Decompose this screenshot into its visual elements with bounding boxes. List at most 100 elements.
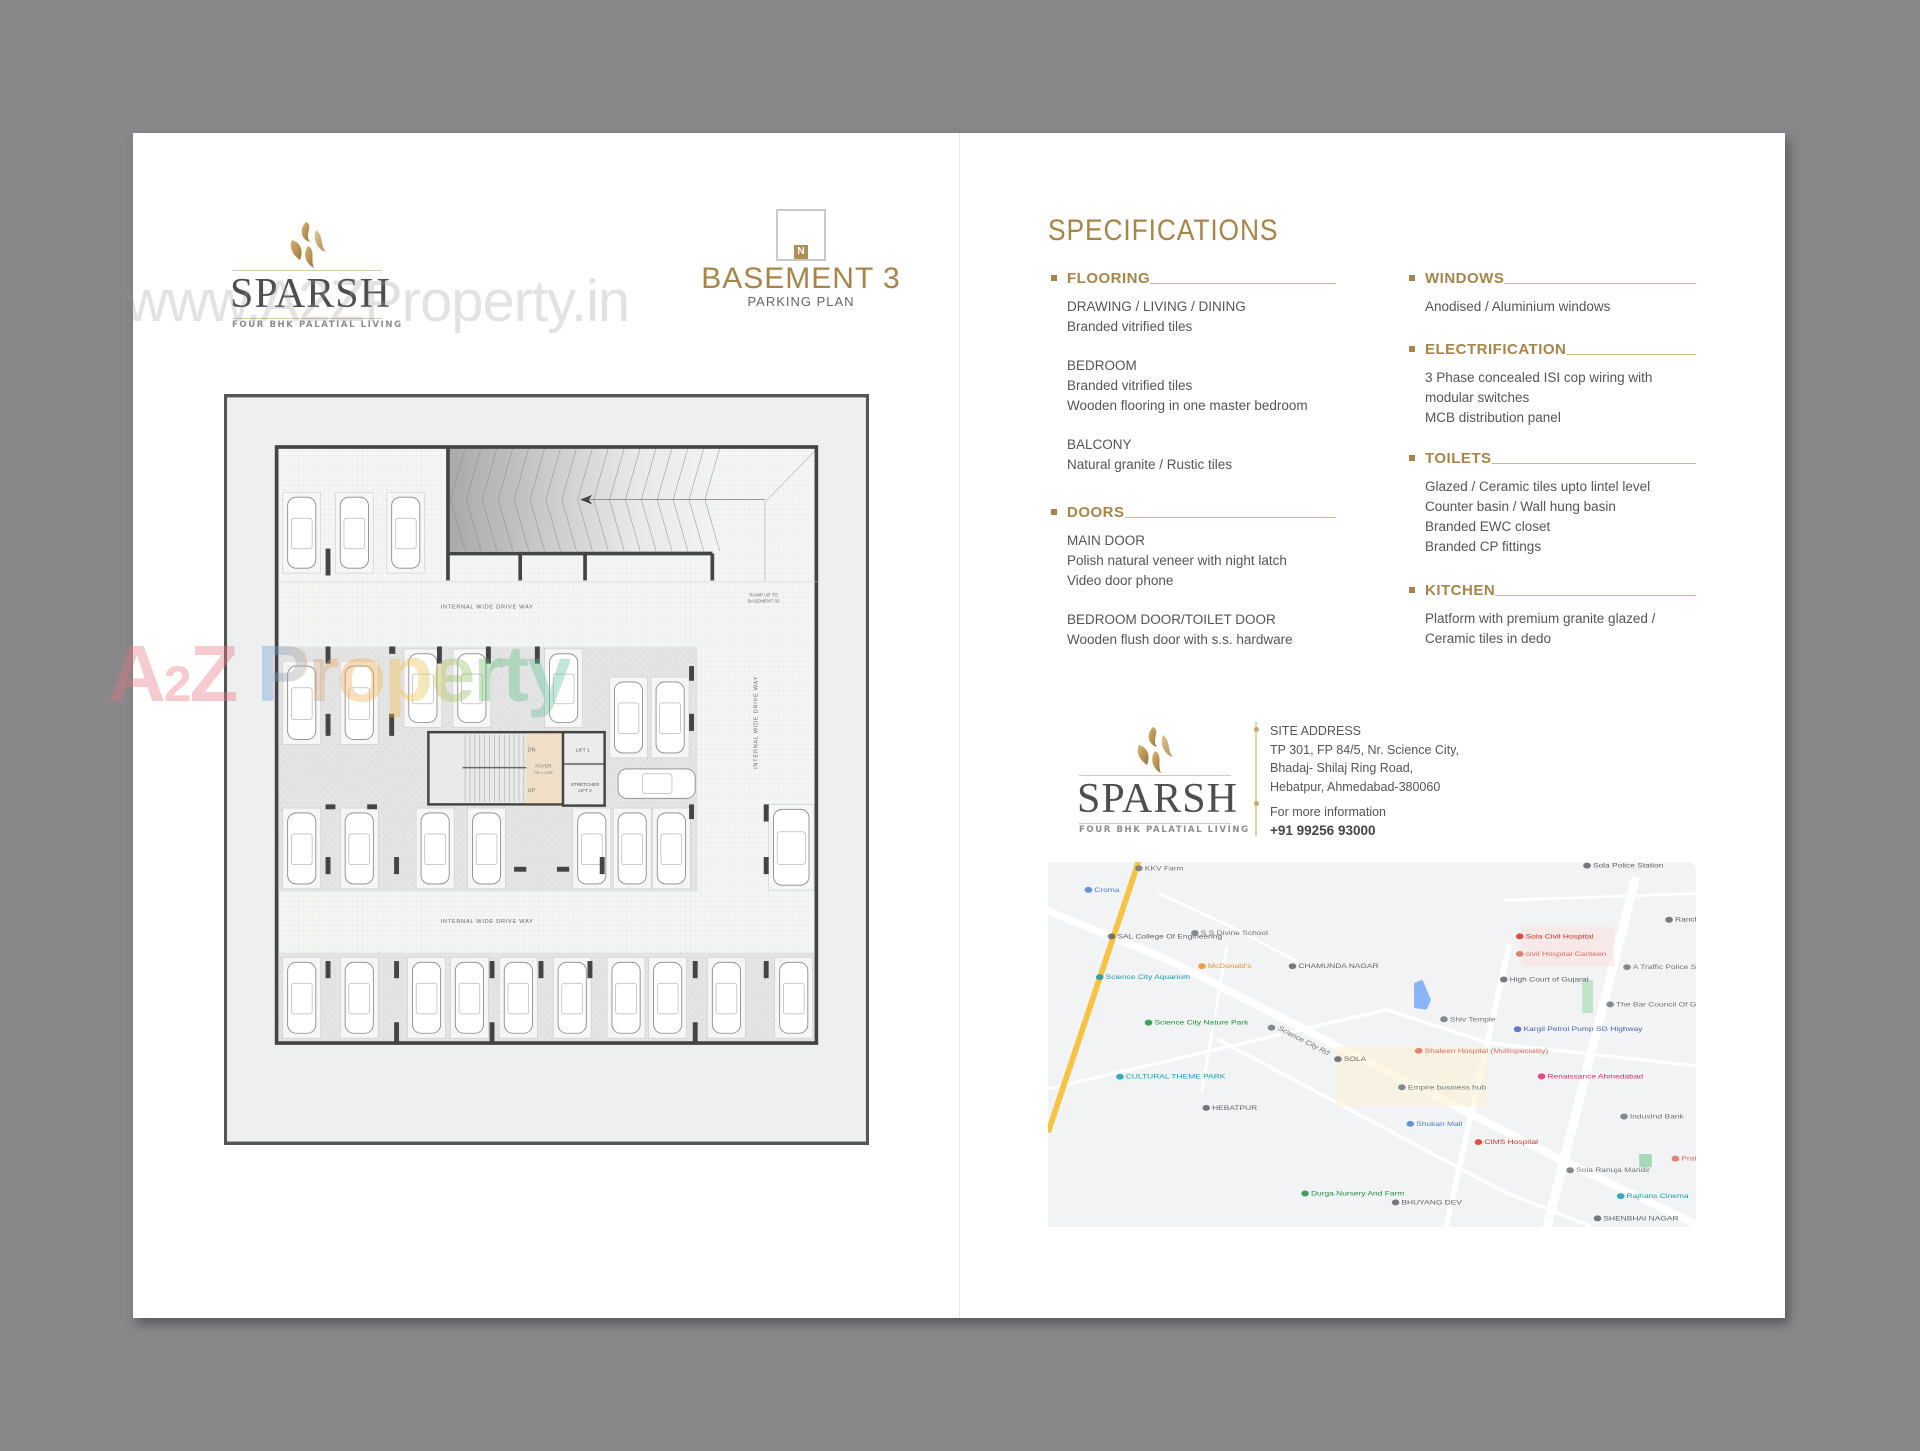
ramp-label-1: RAMP UP TO: [749, 592, 778, 597]
map-pin-icon[interactable]: [1566, 1167, 1574, 1174]
parking-car: [403, 648, 443, 728]
map-label[interactable]: Croma: [1094, 886, 1120, 894]
watermark-site: www.A2ZProperty.in: [126, 269, 630, 334]
map-pin-icon[interactable]: [1515, 933, 1524, 940]
pillar: [763, 857, 769, 875]
map-pin-icon[interactable]: [1267, 1024, 1276, 1031]
pillar: [534, 646, 540, 664]
driveway-label-bottom: INTERNAL WIDE DRIVE WAY: [441, 919, 534, 925]
map-label[interactable]: High Court of Gujarat: [1510, 975, 1590, 983]
map-label[interactable]: The Bar Council Of Gujarat: [1616, 1000, 1696, 1008]
map-pin-icon[interactable]: [1095, 974, 1104, 981]
ramp-label-2: BASEMENT 02: [748, 598, 780, 603]
map-label[interactable]: IndusInd Bank: [1630, 1112, 1684, 1120]
map-pin-icon[interactable]: [1537, 1073, 1546, 1080]
map-pin-icon[interactable]: [1499, 976, 1508, 983]
map-pin-icon[interactable]: [1391, 1199, 1400, 1206]
map-pin-icon[interactable]: [1107, 933, 1116, 940]
map-pin-icon[interactable]: [1334, 1056, 1342, 1063]
map-label[interactable]: Rajhans Cinema: [1627, 1192, 1690, 1200]
map-label[interactable]: SOLA: [1344, 1055, 1367, 1063]
map-pin-icon[interactable]: [1135, 865, 1143, 872]
address-line: Hebatpur, Ahmedabad-380060: [1270, 779, 1441, 794]
map-pin-icon[interactable]: [1406, 1120, 1415, 1127]
parking-car: [450, 957, 489, 1039]
parking-car: [617, 768, 696, 799]
map-label[interactable]: KKV Farm: [1145, 864, 1184, 872]
map-pin-icon[interactable]: [1414, 1047, 1423, 1054]
map-pin-icon[interactable]: [1398, 1084, 1406, 1091]
map-label[interactable]: Science City Nature Park: [1154, 1018, 1248, 1026]
map-label[interactable]: Sola Civil Hospital: [1526, 932, 1594, 940]
stair-lift-core: DN UP FOYER 7'0" x 13'9" LIFT 1 STRETCHE…: [427, 730, 606, 807]
map-label[interactable]: HEBATPUR: [1212, 1104, 1258, 1112]
map-pin-icon[interactable]: [1583, 862, 1591, 869]
map-label[interactable]: Sola Ranuja Mandir: [1576, 1166, 1650, 1174]
map-pin-icon[interactable]: [1144, 1019, 1153, 1026]
map-label[interactable]: Shaleen Hospital (Multispeciality): [1425, 1047, 1549, 1055]
sparsh-emblem-icon: [290, 222, 326, 268]
phone-number[interactable]: +91 99256 93000: [1270, 822, 1376, 838]
map-label[interactable]: McDonald's: [1208, 962, 1252, 970]
map-pin-icon[interactable]: [1665, 916, 1673, 923]
map-pin-icon[interactable]: [1606, 1001, 1614, 1008]
map-pin-icon[interactable]: [1116, 1073, 1124, 1080]
map-label[interactable]: Kargil Petrol Pump SG Highway: [1523, 1025, 1642, 1033]
parking-car: [339, 807, 379, 890]
map-label[interactable]: civil Hospital Canteen: [1526, 950, 1607, 958]
map-pin-icon[interactable]: [1474, 1139, 1483, 1146]
spec-item: 3 Phase concealed ISI cop wiring with: [1425, 370, 1653, 385]
spacer: [1067, 337, 1336, 356]
parking-car: [282, 491, 321, 574]
map-label[interactable]: CHAMUNDA NAGAR: [1298, 962, 1379, 970]
map-pin-icon[interactable]: [1084, 886, 1093, 893]
map-label[interactable]: Science City Aquarium: [1106, 973, 1191, 981]
bullet-dot-icon: [1253, 801, 1259, 806]
map-label[interactable]: CIMS Hospital: [1484, 1138, 1538, 1146]
map-label[interactable]: Shukan Mall: [1416, 1120, 1463, 1128]
map-label[interactable]: Renaissance Ahmedabad: [1547, 1072, 1643, 1080]
spec-heading: WINDOWS: [1425, 270, 1505, 287]
map-label[interactable]: BHUYANG DEV: [1401, 1198, 1463, 1206]
map-pin-icon[interactable]: [1593, 1215, 1602, 1222]
map-pin-icon[interactable]: [1301, 1190, 1309, 1197]
map-label[interactable]: S S Divine School: [1201, 929, 1269, 937]
map-pin-icon[interactable]: [1616, 1193, 1625, 1200]
parking-car: [282, 807, 321, 890]
map-label[interactable]: CULTURAL THEME PARK: [1126, 1073, 1226, 1081]
map-label[interactable]: Prat: [1681, 1155, 1696, 1163]
pillar: [394, 961, 400, 979]
map-pin-icon[interactable]: [1202, 1104, 1210, 1111]
spacer: [1067, 416, 1336, 435]
map-pin-icon[interactable]: [1440, 1016, 1448, 1023]
bullet-dot-icon: [1253, 727, 1259, 732]
map-label[interactable]: Empire business hub: [1408, 1083, 1486, 1091]
map-pin-icon[interactable]: [1191, 930, 1199, 936]
map-pin-icon[interactable]: [1671, 1155, 1680, 1162]
map-label[interactable]: A Traffic Police Stati: [1633, 963, 1696, 971]
pillar: [325, 548, 331, 576]
map-label[interactable]: Sola Police Station: [1593, 862, 1663, 869]
map-label[interactable]: Shiv Temple: [1450, 1015, 1496, 1023]
specifications-title: SPECIFICATIONS: [1048, 214, 1279, 247]
pillar: [599, 857, 605, 875]
pillar: [489, 961, 495, 979]
map-label[interactable]: SHENBHAI NAGAR: [1603, 1214, 1679, 1222]
map-pin-icon[interactable]: [1288, 963, 1297, 970]
map-label[interactable]: Ranch Techn: [1675, 916, 1696, 924]
parking-car: [572, 807, 612, 890]
map-pin-icon[interactable]: [1515, 950, 1524, 957]
map-label[interactable]: SAL College Of Engineering: [1117, 932, 1222, 940]
spec-item: Anodised / Aluminium windows: [1425, 299, 1611, 314]
map-pin-icon[interactable]: [1513, 1026, 1522, 1033]
site-address: SITE ADDRESS TP 301, FP 84/5, Nr. Scienc…: [1270, 722, 1459, 840]
map-pin-icon[interactable]: [1198, 963, 1206, 970]
pillar: [367, 804, 377, 810]
map-label[interactable]: Durga Nursery And Farm: [1311, 1189, 1404, 1197]
parking-car: [335, 491, 374, 574]
pillar: [394, 1022, 400, 1045]
map-pin-icon[interactable]: [1623, 964, 1631, 971]
map-pin-icon[interactable]: [1620, 1113, 1628, 1120]
driveway-label-top: INTERNAL WIDE DRIVE WAY: [441, 605, 534, 611]
